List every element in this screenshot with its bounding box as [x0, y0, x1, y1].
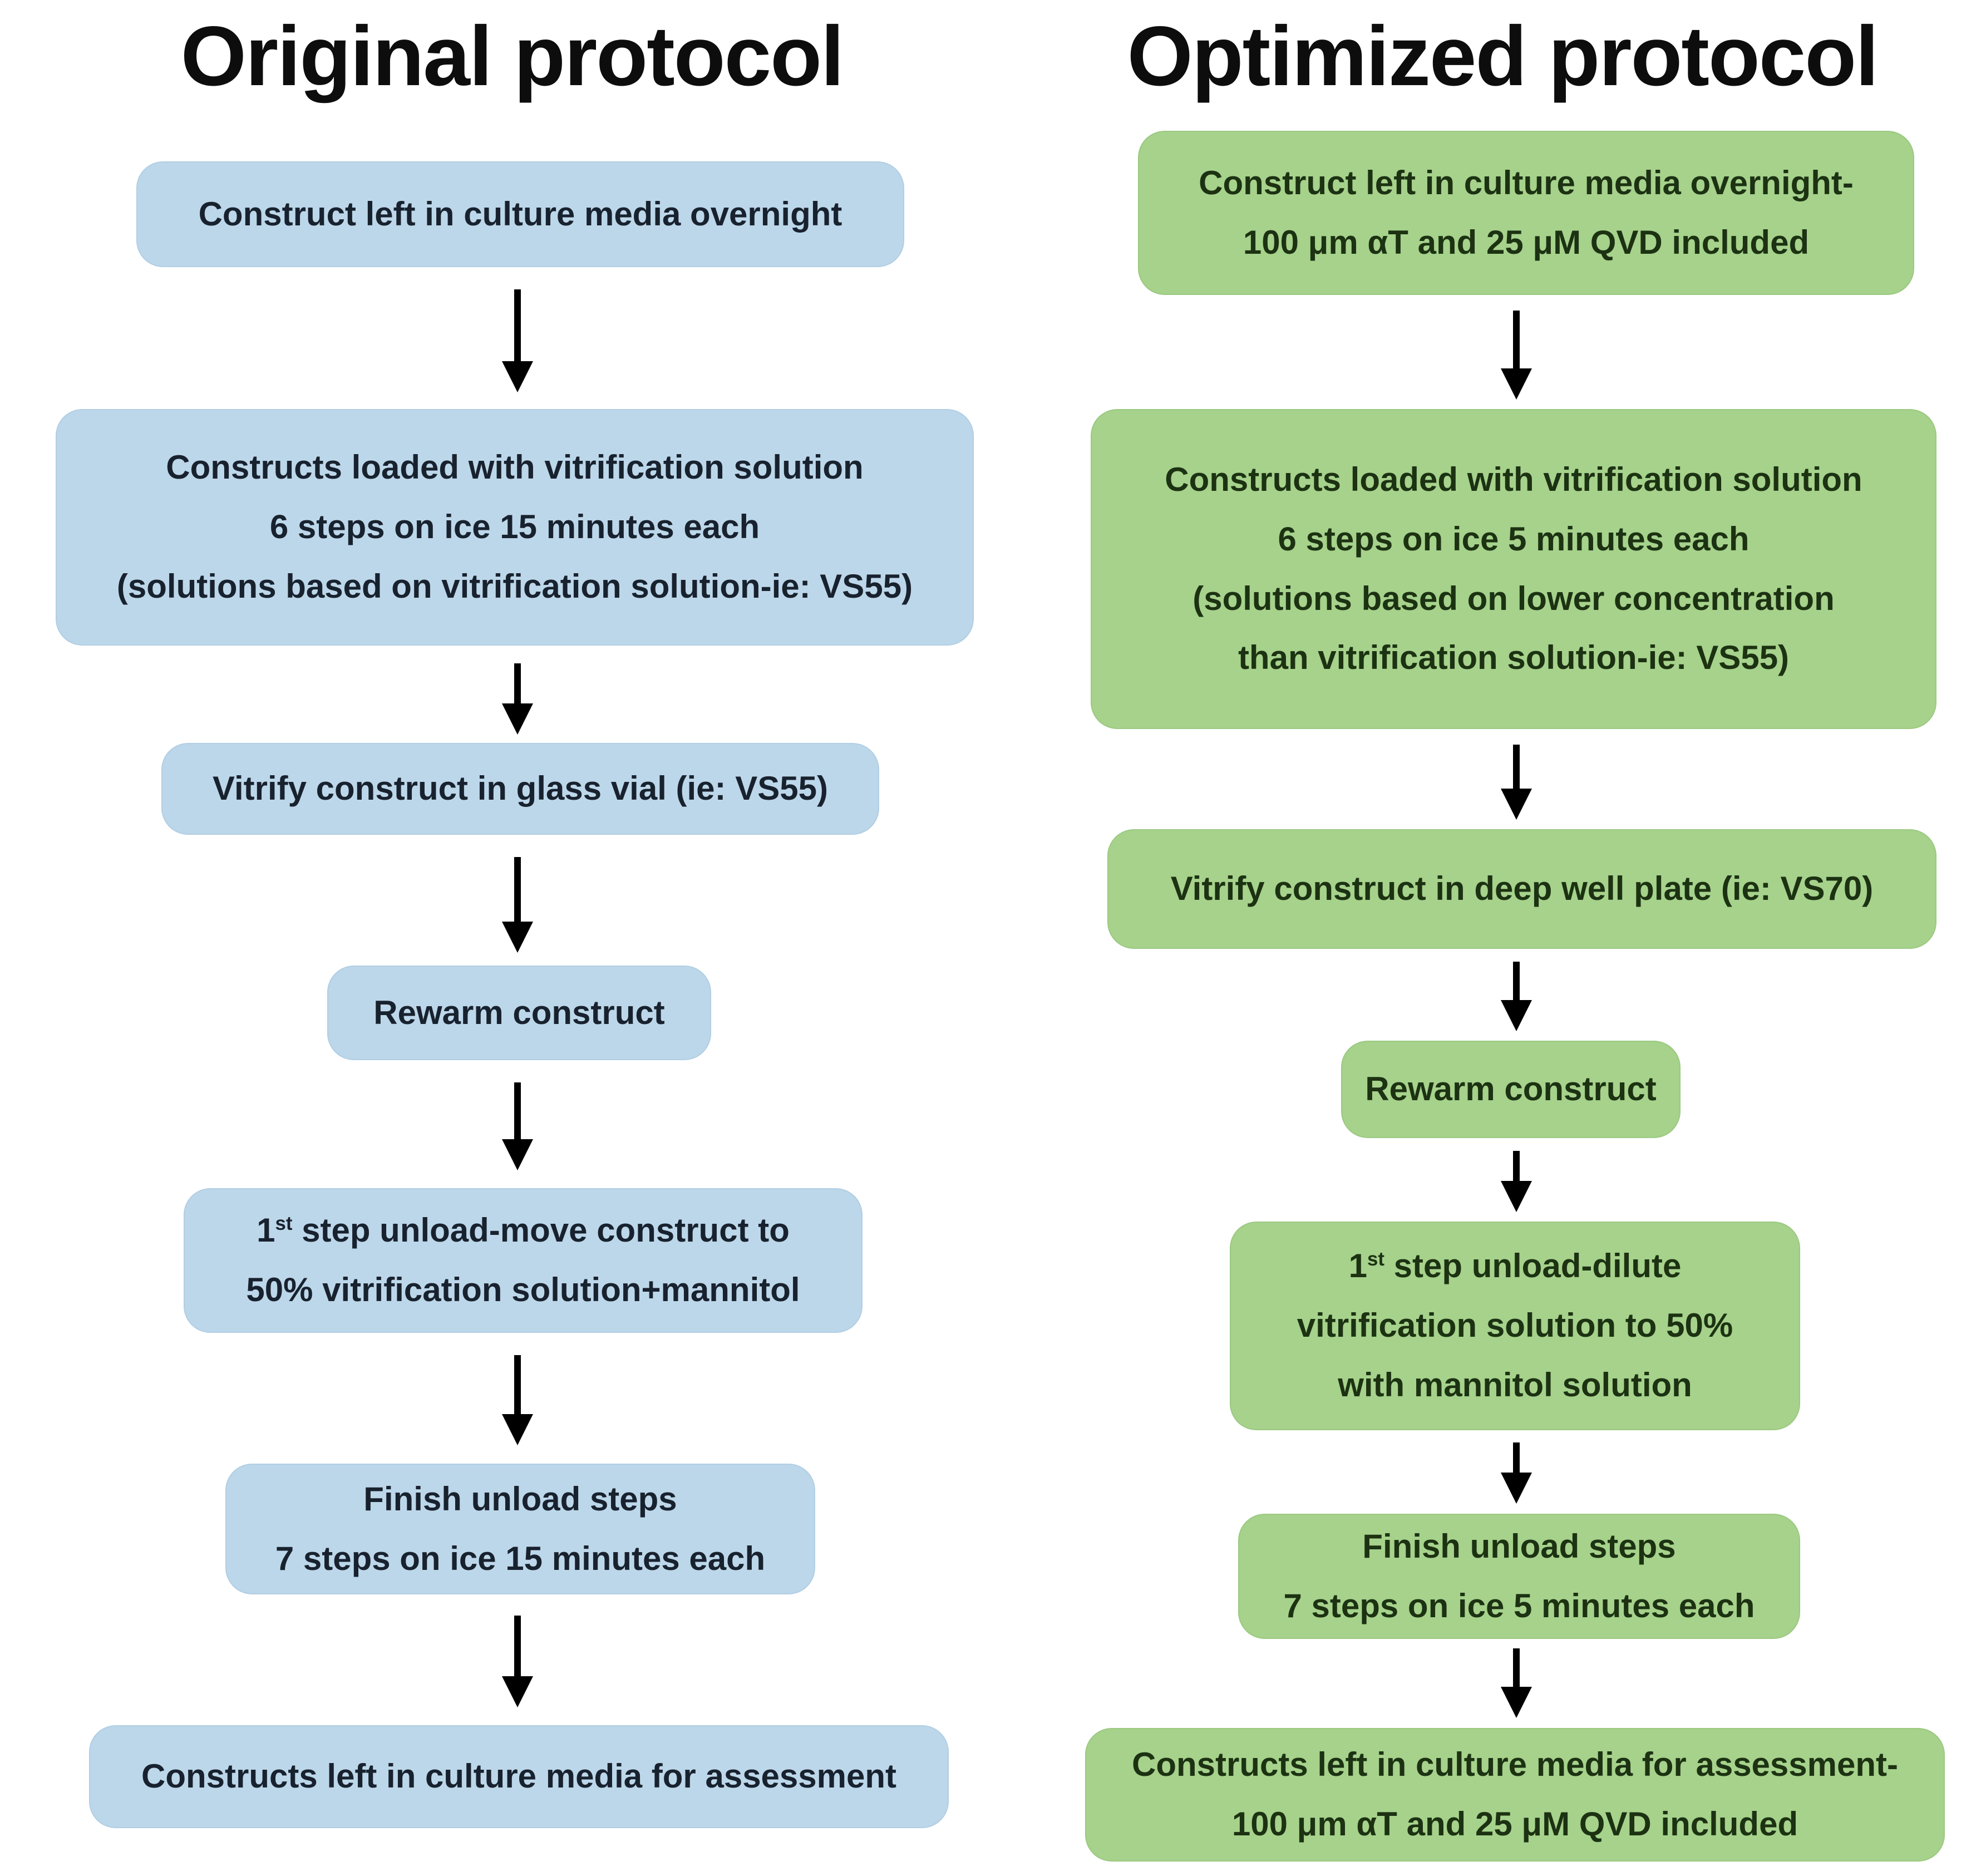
optimized-step-assessment-box: Constructs left in culture media for ass… [1085, 1728, 1945, 1862]
step-text: 6 steps on ice 5 minutes each [1278, 520, 1750, 558]
arrow-down-icon [1501, 1648, 1532, 1718]
step-text: Finish unload steps [363, 1480, 677, 1518]
optimized-step-rewarm-box: Rewarm construct [1341, 1041, 1681, 1138]
arrow-down-icon [1501, 745, 1532, 820]
arrow-down-icon [502, 1616, 533, 1707]
arrow-down-icon [1501, 962, 1532, 1031]
step-text-part: 1 [257, 1212, 275, 1249]
optimized-protocol-title: Optimized protocol [1127, 9, 1879, 104]
original-step-assessment-box: Constructs left in culture media for ass… [89, 1725, 949, 1828]
step-text-part: 1 [1348, 1247, 1368, 1285]
step-text: 100 μm αT and 25 μM QVD included [1231, 1805, 1798, 1843]
step-text: Constructs left in culture media for ass… [141, 1757, 897, 1795]
optimized-step-finish-unload-box: Finish unload steps 7 steps on ice 5 min… [1238, 1514, 1800, 1639]
arrow-down-icon [502, 289, 533, 392]
step-text: Constructs left in culture media for ass… [1131, 1746, 1898, 1784]
original-protocol-title: Original protocol [180, 9, 844, 104]
step-text: (solutions based on lower concentration [1192, 579, 1835, 617]
arrow-down-icon [502, 1355, 533, 1445]
original-step-finish-unload-box: Finish unload steps 7 steps on ice 15 mi… [225, 1464, 815, 1594]
step-text: Finish unload steps [1362, 1527, 1676, 1565]
original-step-first-unload-box: 1st step unload-move construct to 50% vi… [184, 1188, 863, 1333]
arrow-down-icon [502, 663, 533, 735]
step-text: Constructs loaded with vitrification sol… [166, 449, 864, 486]
superscript-ordinal: st [275, 1213, 293, 1235]
step-text: 7 steps on ice 15 minutes each [275, 1539, 766, 1577]
step-text: Construct left in culture media overnigh… [198, 195, 842, 233]
arrow-down-icon [502, 1082, 533, 1170]
step-text: 1st step unload-move construct to [257, 1201, 790, 1260]
step-text: 7 steps on ice 5 minutes each [1283, 1587, 1755, 1624]
step-text: Rewarm construct [373, 993, 665, 1031]
step-text: 50% vitrification solution+mannitol [246, 1271, 800, 1308]
step-text: Vitrify construct in glass vial (ie: VS5… [213, 770, 828, 807]
optimized-step-overnight-box: Construct left in culture media overnigh… [1138, 131, 1914, 295]
original-step-vitrify-box: Vitrify construct in glass vial (ie: VS5… [161, 743, 879, 835]
arrow-down-icon [1501, 1151, 1532, 1212]
arrow-down-icon [1501, 1442, 1532, 1504]
original-step-loading-box: Constructs loaded with vitrification sol… [56, 409, 974, 646]
optimized-step-vitrify-box: Vitrify construct in deep well plate (ie… [1107, 829, 1936, 949]
step-text: than vitrification solution-ie: VS55) [1238, 639, 1790, 677]
step-text: 1st step unload-dilute [1349, 1237, 1682, 1296]
optimized-step-loading-box: Constructs loaded with vitrification sol… [1091, 409, 1936, 729]
step-text: 6 steps on ice 15 minutes each [269, 508, 760, 546]
step-text: (solutions based on vitrification soluti… [116, 567, 913, 605]
original-step-overnight-box: Construct left in culture media overnigh… [136, 161, 904, 267]
superscript-ordinal: st [1367, 1248, 1384, 1271]
step-text-part: step unload-dilute [1384, 1247, 1682, 1285]
arrow-down-icon [1501, 311, 1532, 400]
step-text: Rewarm construct [1365, 1070, 1657, 1108]
step-text: Construct left in culture media overnigh… [1199, 164, 1854, 201]
step-text: 100 μm αT and 25 μM QVD included [1243, 223, 1810, 261]
step-text-part: step unload-move construct to [292, 1212, 790, 1249]
step-text: Constructs loaded with vitrification sol… [1165, 460, 1862, 498]
arrow-down-icon [502, 857, 533, 953]
step-text: with mannitol solution [1338, 1366, 1692, 1404]
optimized-step-first-unload-box: 1st step unload-dilute vitrification sol… [1230, 1222, 1800, 1430]
original-step-rewarm-box: Rewarm construct [327, 966, 711, 1060]
step-text: Vitrify construct in deep well plate (ie… [1170, 870, 1874, 908]
step-text: vitrification solution to 50% [1297, 1307, 1733, 1345]
